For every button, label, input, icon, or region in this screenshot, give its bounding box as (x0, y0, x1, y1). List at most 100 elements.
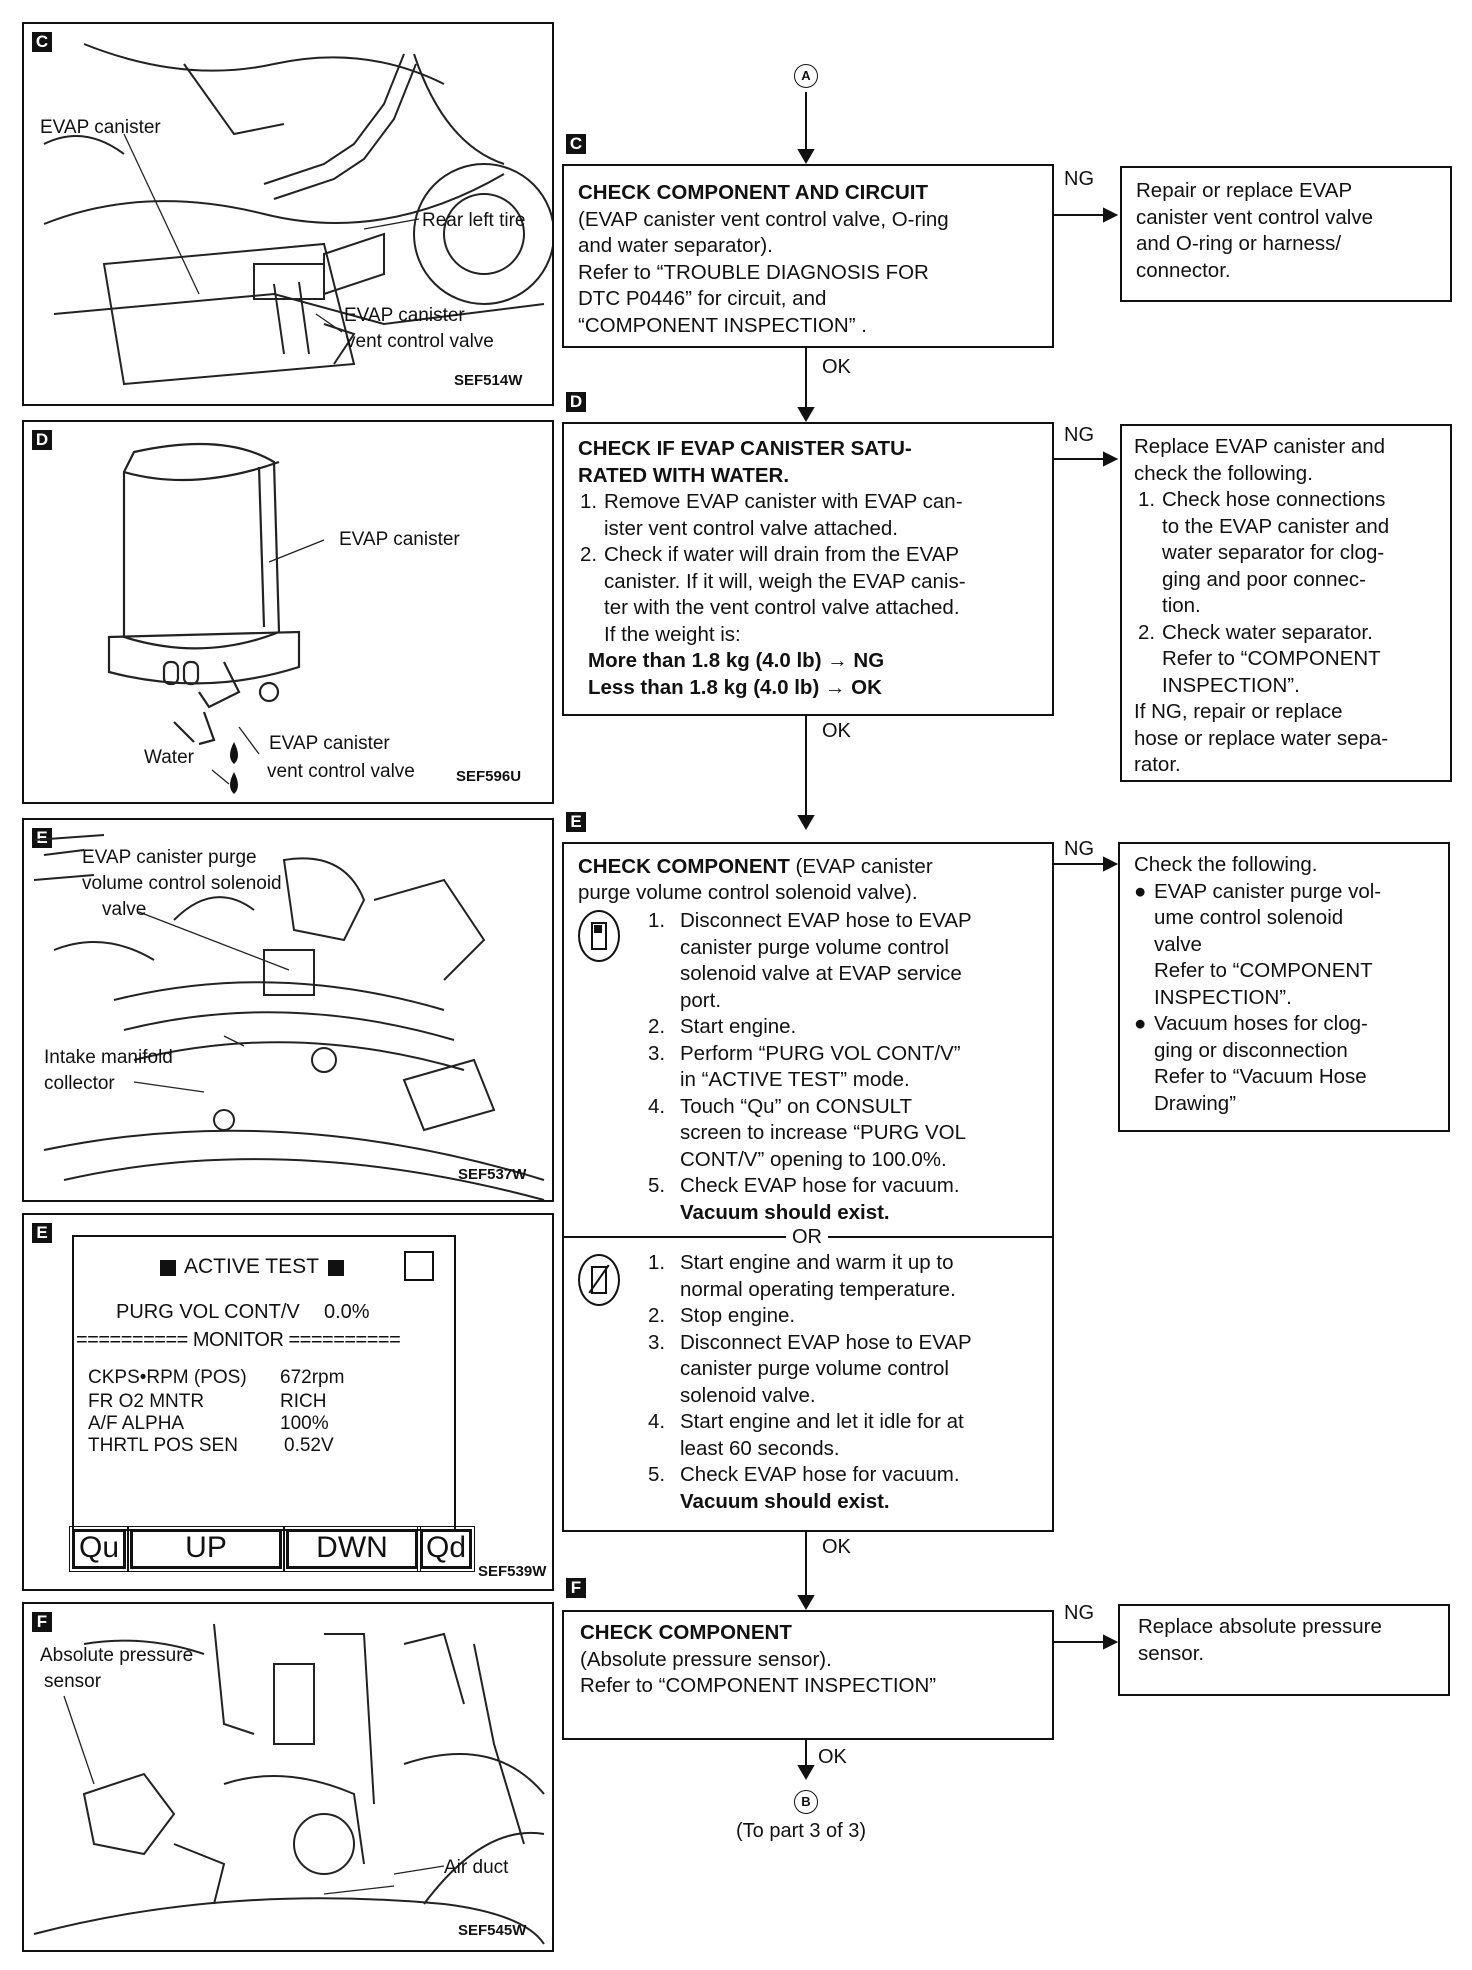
label-vent-control-valve: vent control valve (346, 331, 494, 352)
step-number: 1. (648, 909, 666, 932)
step-text: least 60 seconds. (680, 1436, 840, 1460)
label-purge-valve-2: volume control solenoid (82, 873, 282, 894)
procedure-step: 2. Check if water will drain from the EV… (578, 542, 1052, 648)
ng-label: NG (1064, 838, 1094, 860)
step-text: normal operating temperature. (680, 1277, 956, 1301)
step-text: to the EVAP canister and (1162, 514, 1390, 538)
ng-label: NG (1064, 424, 1094, 446)
monitor-row-name: THRTL POS SEN (88, 1435, 238, 1456)
step-number: 5. (648, 1174, 666, 1197)
engine-bay-illustration (43, 43, 552, 386)
vacuum-note: Vacuum should exist. (680, 1200, 890, 1224)
step-number: 3. (648, 1041, 666, 1065)
step-f-title: CHECK COMPONENT (580, 1621, 792, 1644)
figure-code: SEF539W (478, 1563, 547, 1580)
ng-action-line: hose or replace water sepa- (1134, 726, 1389, 750)
figure-badge: E (32, 828, 52, 848)
step-f-ng-box: Replace absolute pressure sensor. (1118, 1604, 1450, 1696)
step-f-line: (Absolute pressure sensor). (580, 1647, 832, 1671)
bullet-text: Refer to “Vacuum Hose (1154, 1065, 1367, 1088)
monitor-row-name: FR O2 MNTR (88, 1391, 205, 1412)
label-evap-canister-vent: EVAP canister (344, 305, 465, 326)
step-text: Check EVAP hose for vacuum. (680, 1463, 960, 1486)
ok-label: OK (822, 720, 851, 742)
continuation-note: (To part 3 of 3) (736, 1820, 867, 1842)
qd-button[interactable]: Qd (417, 1526, 475, 1572)
label-collector: collector (44, 1073, 115, 1094)
label-intake-manifold: Intake manifold (44, 1047, 173, 1068)
step-c-line: Refer to “TROUBLE DIAGNOSIS FOR (578, 260, 929, 284)
figure-e-purge-solenoid-location: E EVAP canister purge volume control sol… (22, 818, 554, 1202)
procedure-step: 2. Start engine. (648, 1014, 1048, 1041)
step-text: screen to increase “PURG VOL (680, 1121, 966, 1144)
step-number: 3. (648, 1330, 666, 1354)
engine-bay-illustration (33, 1623, 545, 1945)
step-c-line: (EVAP canister vent control valve, O-rin… (578, 207, 949, 231)
step-text: Disconnect EVAP hose to EVAP (680, 909, 972, 932)
step-text: Start engine. (680, 1015, 797, 1038)
monitor-row-value: 672rpm (280, 1367, 345, 1388)
step-number: 2. (580, 543, 598, 566)
purg-vol-label: PURG VOL CONT/V (116, 1301, 300, 1323)
step-badge-e: E (566, 812, 586, 832)
ng-action-line: and O-ring or harness/ (1136, 232, 1342, 255)
step-d-title: RATED WITH WATER. (578, 463, 790, 487)
qu-button[interactable]: Qu (69, 1526, 129, 1572)
dwn-button[interactable]: DWN (283, 1526, 421, 1572)
consult-tool-icon (578, 910, 620, 962)
procedure-step: 4. Touch “Qu” on CONSULT screen to incre… (648, 1094, 1048, 1174)
label-purge-valve-3: valve (102, 899, 147, 920)
step-text: Check EVAP hose for vacuum. (680, 1174, 960, 1197)
figure-code: SEF537W (458, 1166, 527, 1183)
procedure-step: 3. Disconnect EVAP hose to EVAP canister… (648, 1330, 1048, 1410)
figure-e-active-test-screen: E ACTIVE TEST PURG VOL CONT/V 0.0% =====… (22, 1213, 554, 1591)
monitor-row-value: 100% (280, 1413, 329, 1434)
procedure-step: 1. Disconnect EVAP hose to EVAP canister… (648, 908, 1048, 1014)
step-text: ter with the vent control valve attached… (604, 596, 960, 619)
step-e-title-line: CHECK COMPONENT (EVAP canister (578, 854, 933, 881)
ng-action-line: If NG, repair or replace (1134, 700, 1343, 723)
step-number: 4. (648, 1094, 666, 1118)
vacuum-note: Vacuum should exist. (680, 1489, 890, 1513)
bullet-text: INSPECTION”. (1154, 985, 1292, 1009)
ng-action-line: Replace absolute pressure (1138, 1615, 1382, 1638)
step-text: Stop engine. (680, 1304, 796, 1327)
bullet-text: ume control solenoid (1154, 906, 1344, 929)
procedure-step: 1. Check hose connections to the EVAP ca… (1134, 487, 1450, 620)
ng-action-line: connector. (1136, 258, 1231, 282)
checkbox-icon[interactable] (404, 1251, 434, 1281)
step-e-title-line2: purge volume control solenoid valve). (578, 881, 918, 904)
ng-action-line: sensor. (1138, 1641, 1205, 1665)
figure-badge: E (32, 1223, 52, 1243)
or-label: OR (786, 1224, 828, 1250)
step-e-box: CHECK COMPONENT (EVAP canister purge vol… (562, 842, 1054, 1532)
procedure-step: 3. Perform “PURG VOL CONT/V” in “ACTIVE … (648, 1041, 1048, 1094)
step-text: Start engine and let it idle for at (680, 1410, 964, 1433)
step-e-ng-box: Check the following. ● EVAP canister pur… (1118, 842, 1450, 1132)
step-text: canister purge volume control (680, 935, 949, 959)
ng-action-line: check the following. (1134, 461, 1313, 485)
step-number: 2. (648, 1015, 666, 1038)
label-absolute-pressure: Absolute pressure (40, 1645, 194, 1666)
without-consult-steps: 1. Start engine and warm it up to normal… (648, 1250, 1048, 1515)
step-number: 5. (648, 1463, 666, 1486)
step-text: Perform “PURG VOL CONT/V” (680, 1041, 961, 1065)
step-text: INSPECTION”. (1162, 673, 1300, 697)
figure-code: SEF596U (456, 768, 522, 785)
step-text: CONT/V” opening to 100.0%. (680, 1147, 947, 1171)
ng-bullet-item: ● Vacuum hoses for clog- ging or disconn… (1134, 1011, 1448, 1117)
step-f-line: Refer to “COMPONENT INSPECTION” (580, 1674, 937, 1697)
step-number: 1. (580, 490, 598, 513)
figure-code: SEF514W (454, 372, 523, 389)
step-c-title: CHECK COMPONENT AND CIRCUIT (578, 181, 929, 204)
ng-action-line: Repair or replace EVAP (1136, 179, 1353, 202)
procedure-step: 2. Check water separator. Refer to “COMP… (1134, 620, 1450, 700)
step-text: port. (680, 988, 722, 1012)
figure-badge: D (32, 430, 52, 450)
step-c-line: DTC P0446” for circuit, and (578, 287, 827, 310)
up-button[interactable]: UP (127, 1526, 285, 1572)
step-text: canister. If it will, weigh the EVAP can… (604, 569, 966, 593)
purg-vol-value: 0.0% (324, 1301, 370, 1323)
with-consult-steps: 1. Disconnect EVAP hose to EVAP canister… (648, 908, 1048, 1226)
ng-action-line: canister vent control valve (1136, 205, 1374, 229)
